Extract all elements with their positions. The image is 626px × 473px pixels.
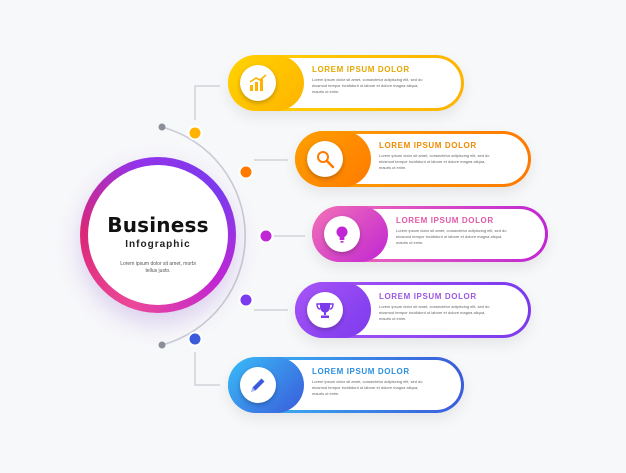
step-description: Lorem ipsum dolor sit amet, consectetur …	[312, 379, 423, 396]
step-card-4: LOREM IPSUM DOLOR Lorem ipsum dolor sit a…	[295, 282, 531, 338]
connector-dot-5	[187, 331, 203, 347]
arc-end-dot-bottom	[158, 341, 166, 349]
search-icon	[307, 141, 343, 177]
hub-note: Lorem ipsum dolor sit amet, morbi tellus…	[120, 261, 196, 274]
central-circle-face: Business Infographic Lorem ipsum dolor s…	[88, 165, 228, 305]
hub-title: Business	[107, 213, 209, 237]
step-description: Lorem ipsum dolor sit amet, consectetur …	[396, 228, 507, 245]
step-card-3: LOREM IPSUM DOLOR Lorem ipsum dolor sit a…	[312, 206, 548, 262]
step-heading: LOREM IPSUM DOLOR	[379, 292, 477, 301]
step-heading: LOREM IPSUM DOLOR	[312, 367, 410, 376]
step-icon-badge	[295, 131, 371, 187]
arc-end-dot-top	[158, 123, 166, 131]
step-description: Lorem ipsum dolor sit amet, consectetur …	[312, 77, 423, 94]
connector-dot-2	[238, 164, 254, 180]
connector-line-1	[194, 85, 220, 120]
connector-dot-1	[187, 125, 203, 141]
step-heading: LOREM IPSUM DOLOR	[312, 65, 410, 74]
step-card-5: LOREM IPSUM DOLOR Lorem ipsum dolor sit a…	[228, 357, 464, 413]
lightbulb-icon	[324, 216, 360, 252]
step-heading: LOREM IPSUM DOLOR	[396, 216, 494, 225]
step-heading: LOREM IPSUM DOLOR	[379, 141, 477, 150]
connector-arc	[161, 126, 247, 346]
step-card-1: LOREM IPSUM DOLOR Lorem ipsum dolor sit a…	[228, 55, 464, 111]
step-icon-badge	[312, 206, 388, 262]
step-description: Lorem ipsum dolor sit amet, consectetur …	[379, 153, 490, 170]
step-icon-badge	[228, 357, 304, 413]
hub-subtitle: Infographic	[125, 239, 191, 250]
trophy-icon	[307, 292, 343, 328]
step-icon-badge	[228, 55, 304, 111]
chart-icon	[240, 65, 276, 101]
pencil-icon	[240, 367, 276, 403]
connector-line-5	[194, 352, 220, 386]
step-icon-badge	[295, 282, 371, 338]
step-description: Lorem ipsum dolor sit amet, consectetur …	[379, 304, 490, 321]
connector-dot-3	[258, 228, 274, 244]
step-card-2: LOREM IPSUM DOLOR Lorem ipsum dolor sit a…	[295, 131, 531, 187]
connector-dot-4	[238, 292, 254, 308]
central-circle: Business Infographic Lorem ipsum dolor s…	[80, 157, 236, 313]
